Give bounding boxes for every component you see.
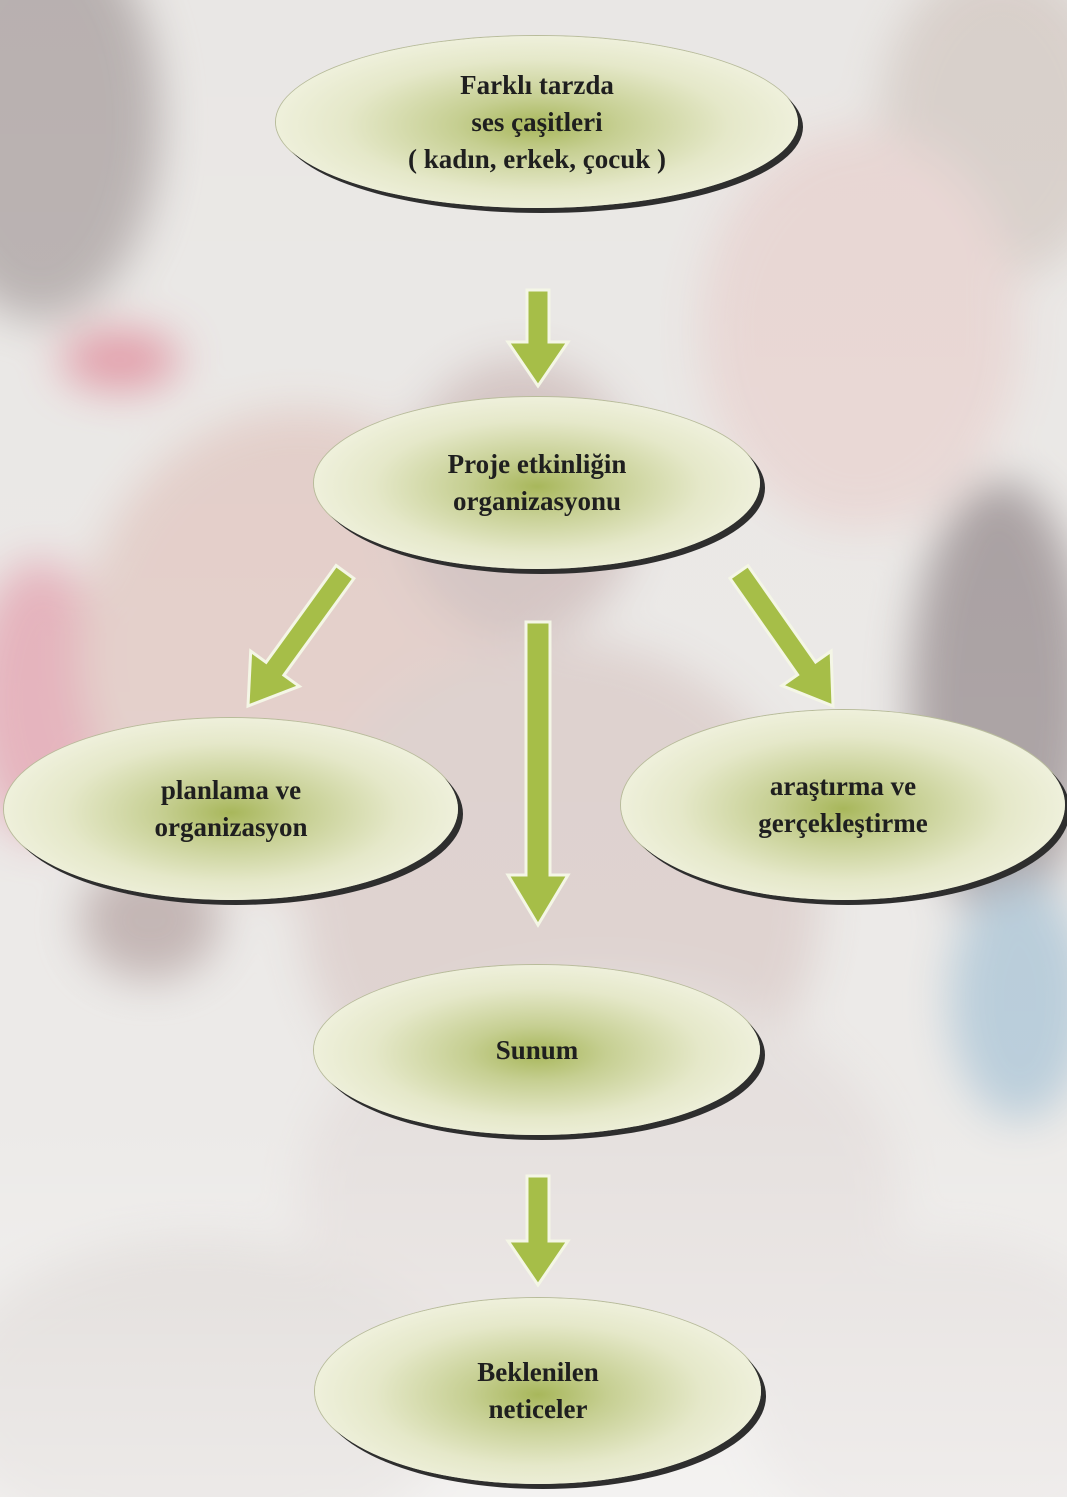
arrow-n1-n2	[505, 288, 571, 389]
node-expected-results: Beklenilen neticeler	[315, 1298, 761, 1484]
node-planning-line-2: organizasyon	[154, 812, 308, 842]
node-expected-results-line-1: Beklenilen	[477, 1357, 599, 1387]
node-presentation-line-1: Sunum	[495, 1034, 579, 1065]
node-expected-results-line-2: neticeler	[488, 1394, 588, 1424]
node-voice-types: Farklı tarzda ses çaşitleri ( kadın, erk…	[276, 36, 798, 208]
node-planning: planlama ve organizasyon	[4, 718, 458, 900]
node-planning-line-1: planlama ve	[160, 775, 302, 805]
node-project-organization: Proje etkinliğin organizasyonu	[314, 397, 760, 569]
node-project-organization-line-2: organizasyonu	[452, 486, 622, 516]
arrow-n2-n5	[505, 620, 571, 928]
node-voice-types-line-3: ( kadın, erkek, çocuk )	[407, 143, 667, 174]
node-research-line-2: gerçekleştirme	[758, 808, 928, 838]
arrow-n5-n6	[505, 1174, 571, 1288]
node-voice-types-line-2: ses çaşitleri	[471, 106, 603, 137]
node-research-line-1: araştırma ve	[769, 771, 917, 801]
node-voice-types-line-1: Farklı tarzda	[460, 69, 614, 100]
node-project-organization-line-1: Proje etkinliğin	[447, 449, 627, 479]
arrow-group	[246, 288, 835, 1288]
arrow-n2-n4	[727, 563, 835, 709]
node-research: araştırma ve gerçekleştirme	[621, 710, 1065, 900]
arrow-n2-n3	[246, 563, 356, 709]
node-presentation: Sunum	[314, 965, 760, 1135]
